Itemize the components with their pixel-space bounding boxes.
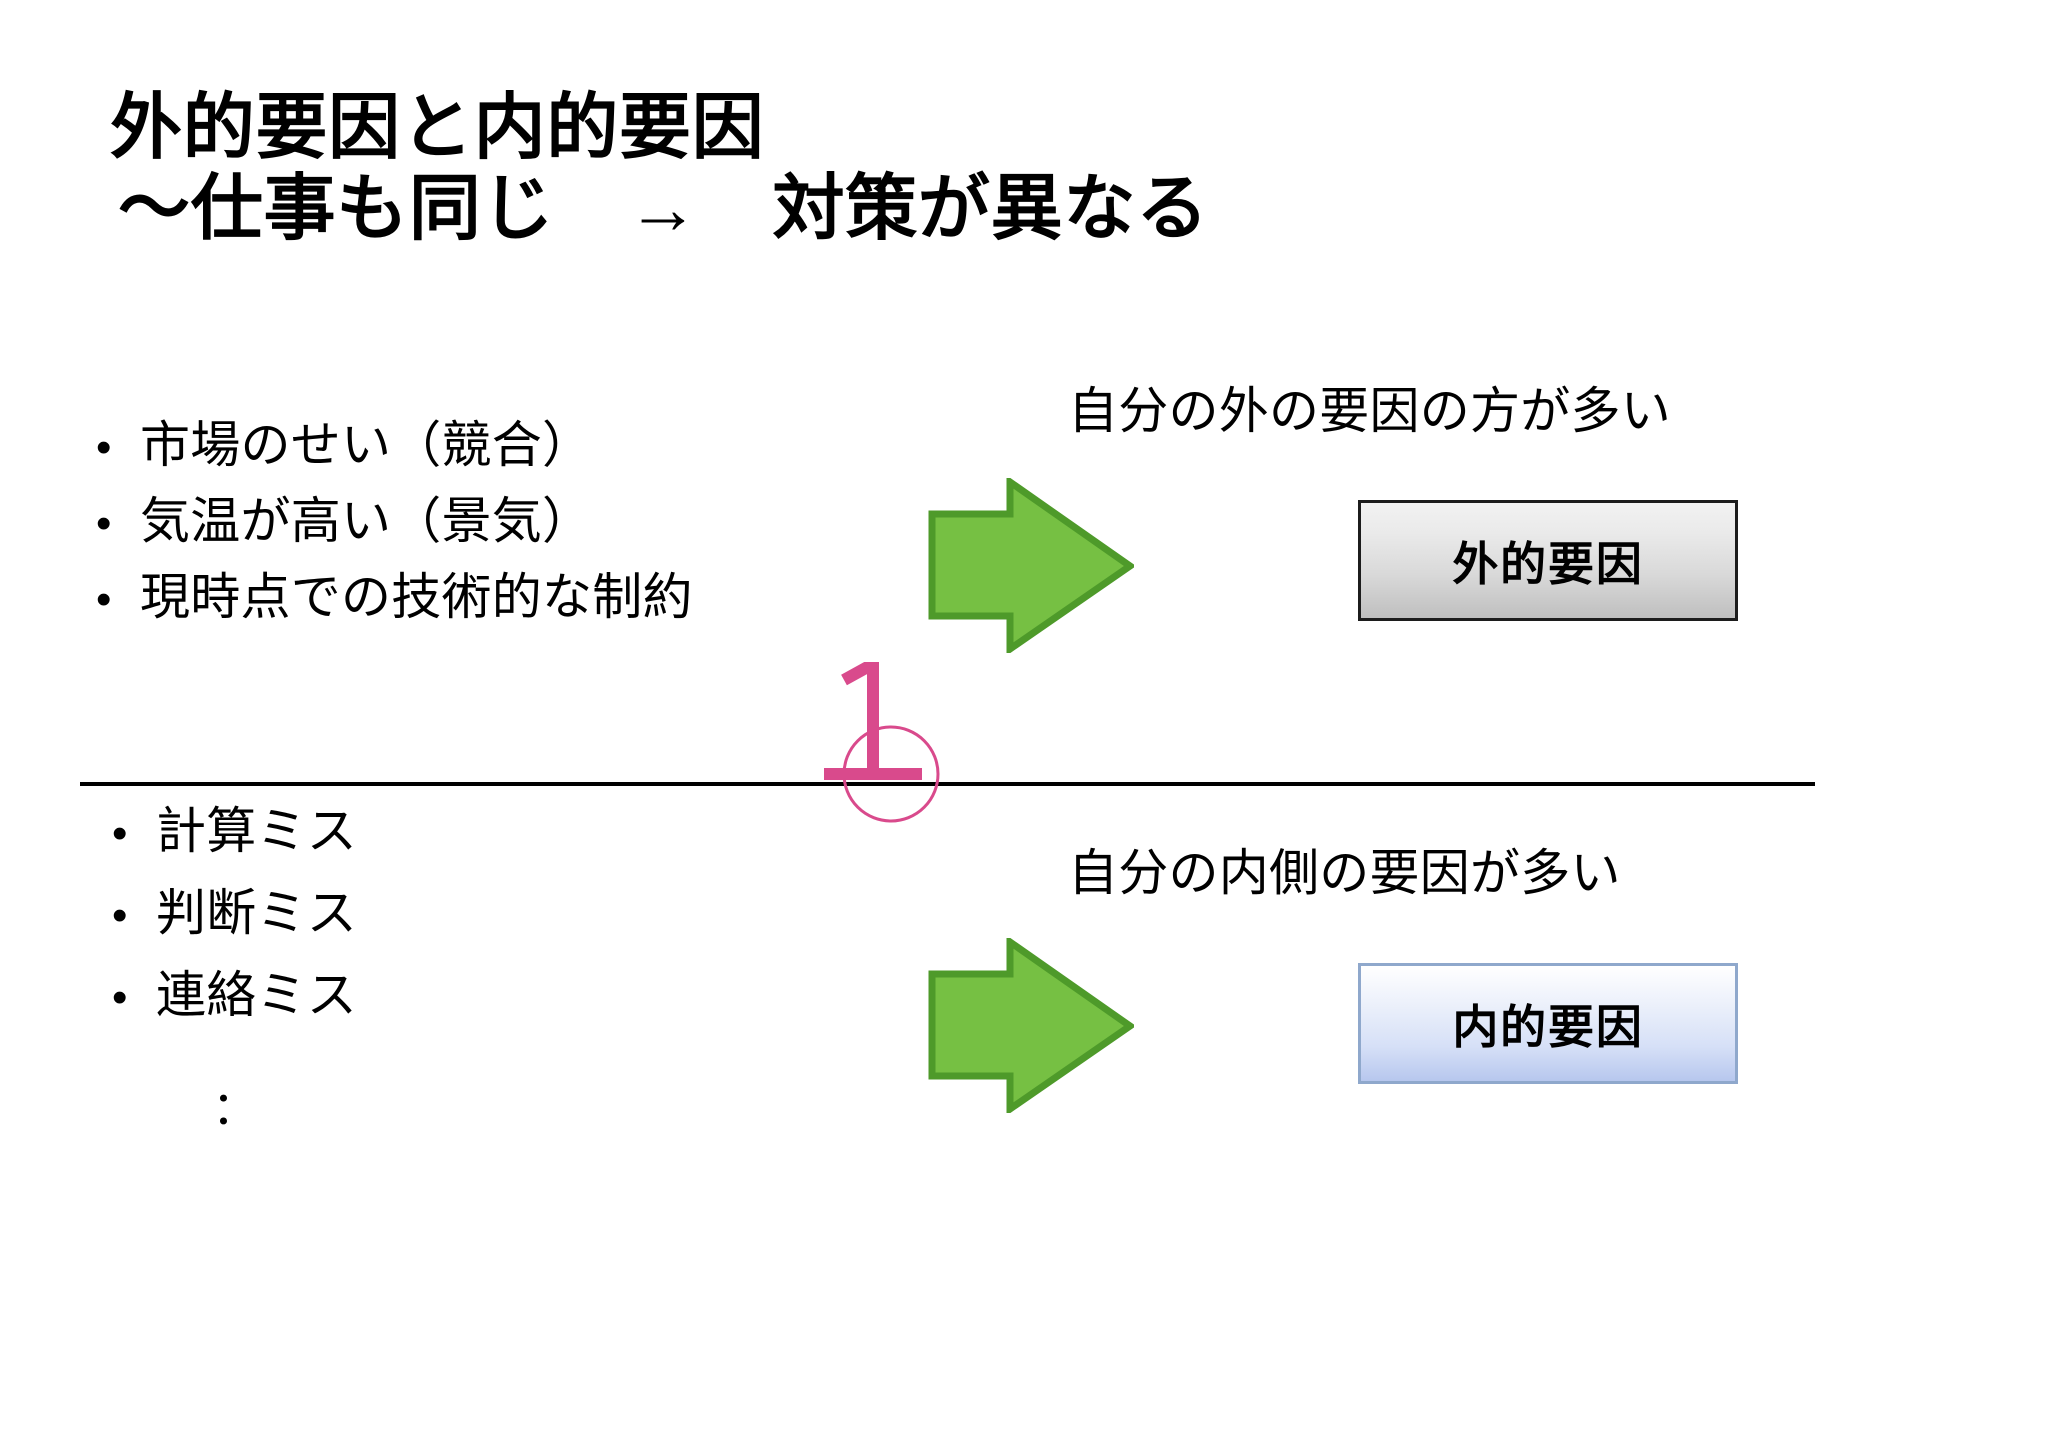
bullet-marker-icon: • [96,423,112,472]
list-item: • 現時点での技術的な制約 [96,572,693,622]
bullet-marker-icon: • [96,575,112,624]
title-line-secondary: 〜仕事も同じ → 対策が異なる [118,168,1209,249]
internal-factors-caption: 自分の内側の要因が多い [1068,845,1621,901]
title-line-primary: 外的要因と内的要因 [110,88,765,168]
list-item: • 計算ミス [112,806,357,856]
bullet-marker-icon: • [112,973,128,1022]
internal-factor-box-label: 内的要因 [1452,1000,1644,1053]
status-badge-external-factor: 外的要因 [1358,500,1738,621]
list-item-label: 気温が高い（景気） [140,493,593,549]
section-divider-line [80,782,1815,786]
list-item-label: 現時点での技術的な制約 [140,569,693,625]
internal-factors-bullet-list: • 計算ミス • 判断ミス • 連絡ミス [112,806,357,1052]
list-item: • 市場のせい（競合） [96,420,693,470]
green-right-arrow-icon [928,938,1134,1113]
status-badge-internal-factor: 内的要因 [1358,963,1738,1084]
list-item: • 気温が高い（景気） [96,496,693,546]
list-item-label: 連絡ミス [156,967,357,1023]
list-item-label: 市場のせい（競合） [140,417,593,473]
page-title: 外的要因と内的要因 〜仕事も同じ → 対策が異なる [110,88,1610,249]
list-item-label: 判断ミス [156,885,357,941]
bullet-marker-icon: • [112,809,128,858]
external-factor-box-label: 外的要因 [1452,537,1644,590]
external-factors-caption: 自分の外の要因の方が多い [1068,383,1671,439]
green-right-arrow-icon [928,478,1134,653]
external-factors-bullet-list: • 市場のせい（競合） • 気温が高い（景気） • 現時点での技術的な制約 [96,420,693,648]
bullet-marker-icon: • [96,499,112,548]
list-item-label: 計算ミス [156,803,357,859]
handwritten-number-one-icon [824,662,940,823]
bullet-marker-icon: • [112,891,128,940]
list-item: • 判断ミス [112,888,357,938]
list-item: • 連絡ミス [112,970,357,1020]
list-continuation-marker: ： [212,1082,258,1134]
